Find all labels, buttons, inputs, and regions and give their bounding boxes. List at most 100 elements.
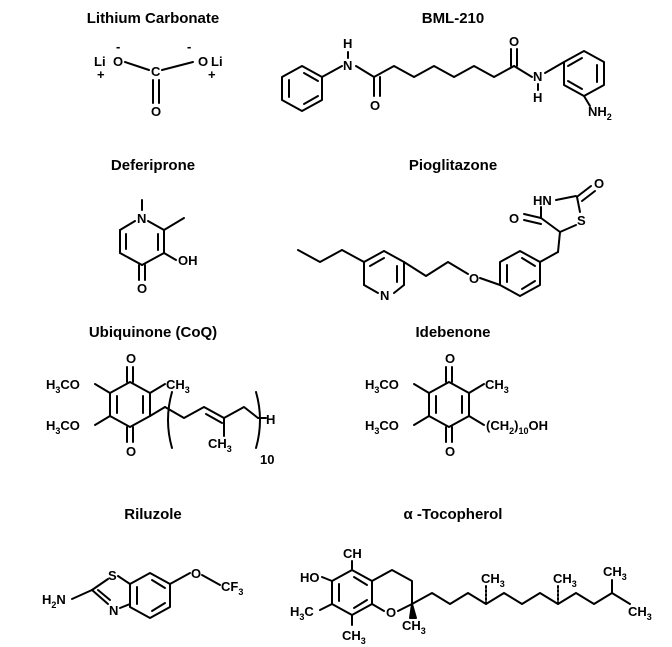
atom-h-text: H bbox=[365, 377, 374, 392]
bond bbox=[383, 250, 405, 263]
bond bbox=[169, 572, 191, 585]
bond bbox=[151, 579, 166, 589]
bond bbox=[303, 95, 319, 105]
bond bbox=[94, 383, 111, 394]
ring-benzene bbox=[129, 572, 171, 619]
atom-ch-text: CH bbox=[603, 564, 622, 579]
subscript-2: 2 bbox=[51, 600, 56, 610]
title-deferiprone: Deferiprone bbox=[111, 157, 195, 174]
bond bbox=[557, 231, 561, 253]
atom-ch3: CH3 bbox=[342, 628, 366, 646]
atom-o: O bbox=[469, 271, 479, 286]
atom-o: O bbox=[198, 54, 208, 69]
bond bbox=[91, 578, 109, 591]
subscript-3: 3 bbox=[55, 385, 60, 395]
atom-o: O bbox=[445, 351, 455, 366]
atom-co-text: CO bbox=[379, 418, 399, 433]
bond bbox=[141, 252, 165, 266]
paren-close: ) bbox=[514, 418, 518, 433]
structure-alpha-tocopherol: CH HO H3C CH3 O CH3 CH3 CH3 CH3 CH3 bbox=[290, 546, 652, 646]
structure-lithium-carbonate: - - Li O O Li + + C O bbox=[94, 39, 223, 119]
bond bbox=[369, 257, 385, 267]
atom-o: O bbox=[370, 98, 380, 113]
alkyl-chain bbox=[355, 65, 515, 78]
bond bbox=[321, 576, 333, 582]
atom-o: O bbox=[151, 104, 161, 119]
bond bbox=[523, 219, 542, 225]
subscript-3: 3 bbox=[504, 385, 509, 395]
atom-o: O bbox=[191, 566, 201, 581]
atom-ch3: CH3 bbox=[166, 377, 190, 395]
title-riluzole: Riluzole bbox=[124, 506, 182, 523]
atom-co-text: CO bbox=[379, 377, 399, 392]
bond bbox=[559, 224, 577, 233]
bond bbox=[479, 277, 501, 286]
bond bbox=[119, 603, 131, 609]
atom-n: N bbox=[343, 58, 352, 73]
atom-plus: + bbox=[208, 67, 216, 82]
title-idebenone: Idebenone bbox=[415, 324, 490, 341]
atom-o: O bbox=[594, 176, 604, 191]
isoprene-chain bbox=[223, 406, 259, 419]
atom-ch3: CH3 bbox=[402, 618, 426, 636]
atom-s: S bbox=[577, 213, 586, 228]
atom-o: O bbox=[137, 281, 147, 296]
bond bbox=[413, 383, 430, 394]
atom-li: Li bbox=[94, 54, 106, 69]
atom-o: O bbox=[113, 54, 123, 69]
atom-h2n: H2N bbox=[42, 592, 66, 610]
bond bbox=[413, 415, 430, 426]
atom-ch3: CH3 bbox=[485, 377, 509, 395]
atom-h3co: H3CO bbox=[46, 377, 80, 395]
bond bbox=[555, 195, 577, 201]
ring-phenyl bbox=[563, 50, 605, 97]
bond bbox=[149, 406, 166, 417]
atom-cf-text: CF bbox=[221, 579, 238, 594]
bond bbox=[567, 80, 583, 90]
structure-ubiquinone: O O CH3 H3CO H3CO CH3 H 10 bbox=[46, 351, 275, 467]
atom-ch-text: (CH bbox=[486, 418, 509, 433]
atom-ch3: CH3 bbox=[481, 571, 505, 589]
phytyl-tail bbox=[411, 592, 631, 605]
bond bbox=[468, 383, 485, 394]
structure-pioglitazone: HN O S O O N bbox=[297, 176, 604, 303]
atom-h-text: H bbox=[290, 604, 299, 619]
atom-h3co: H3CO bbox=[365, 377, 399, 395]
atom-h-text: H bbox=[365, 418, 374, 433]
atom-ch-text: CH bbox=[208, 436, 227, 451]
bond bbox=[540, 217, 561, 233]
subscript-3: 3 bbox=[500, 579, 505, 589]
atom-n: N bbox=[533, 69, 542, 84]
subscript-3: 3 bbox=[374, 426, 379, 436]
atom-ch-text: CH bbox=[402, 618, 421, 633]
bond bbox=[163, 252, 177, 261]
bond bbox=[341, 249, 365, 263]
bond bbox=[94, 415, 111, 426]
subscript-3: 3 bbox=[185, 385, 190, 395]
atom-ch2-10-oh: (CH2)10OH bbox=[486, 418, 548, 436]
wedge-bond bbox=[409, 603, 417, 619]
atom-oh: OH bbox=[178, 253, 198, 268]
atom-nh-text: NH bbox=[588, 104, 607, 119]
bond bbox=[371, 603, 385, 612]
title-bml-210: BML-210 bbox=[422, 10, 485, 27]
atom-cf3: CF3 bbox=[221, 579, 243, 597]
atom-oh-text: OH bbox=[528, 418, 548, 433]
bond bbox=[119, 220, 136, 231]
atom-n: N bbox=[137, 211, 146, 226]
atom-co-text: CO bbox=[60, 377, 80, 392]
atom-o: O bbox=[509, 211, 519, 226]
title-ubiquinone: Ubiquinone (CoQ) bbox=[89, 324, 217, 341]
bond bbox=[539, 251, 559, 263]
subscript-2: 2 bbox=[607, 112, 612, 122]
atom-minus: - bbox=[187, 39, 191, 54]
bond bbox=[353, 599, 368, 609]
bond bbox=[393, 284, 405, 294]
bond bbox=[353, 576, 368, 586]
bond bbox=[124, 61, 150, 71]
atom-h3c: H3C bbox=[290, 604, 314, 622]
bond bbox=[161, 61, 194, 71]
subscript-3: 3 bbox=[299, 612, 304, 622]
atom-h3co: H3CO bbox=[46, 418, 80, 436]
bond bbox=[205, 413, 223, 424]
